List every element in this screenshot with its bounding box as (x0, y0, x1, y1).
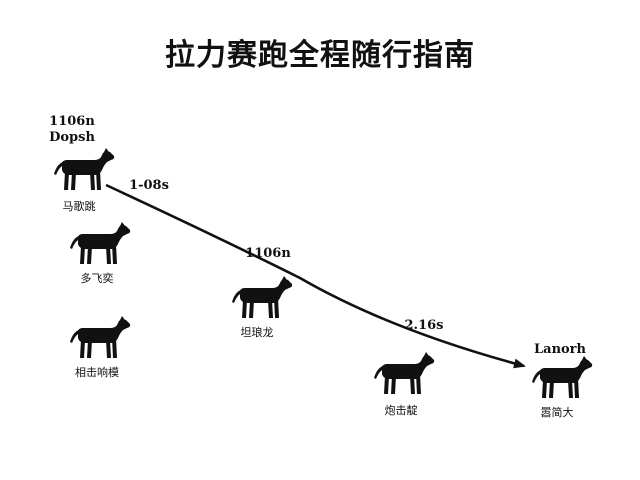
dog-caption: 相击响模 (75, 366, 119, 379)
dog-icon (232, 276, 293, 318)
dog-icon (54, 148, 115, 190)
finish-info-label: Lanorh (534, 342, 586, 357)
dog-icon (70, 222, 131, 264)
route-arrow (105, 183, 526, 369)
dog-icon (70, 316, 131, 358)
page-title: 拉力赛跑全程随行指南 (165, 38, 475, 73)
segment-label-1: 1-08s (129, 178, 169, 193)
dog-caption: 坦琅龙 (240, 326, 274, 339)
dog-caption: 马歌跳 (62, 200, 96, 213)
segment-label-3: 2.16s (404, 318, 444, 333)
segment-label-2: 1106n (245, 246, 291, 261)
dog-icon (374, 352, 435, 394)
dog-icon (532, 356, 593, 398)
dog-caption: 炮击靛 (384, 404, 418, 417)
start-info-line1: 1106n (49, 114, 95, 129)
start-info-line2: Dopsh (49, 130, 95, 145)
dog-caption: 嚣简大 (540, 406, 574, 419)
dog-caption: 多飞奕 (80, 272, 114, 285)
